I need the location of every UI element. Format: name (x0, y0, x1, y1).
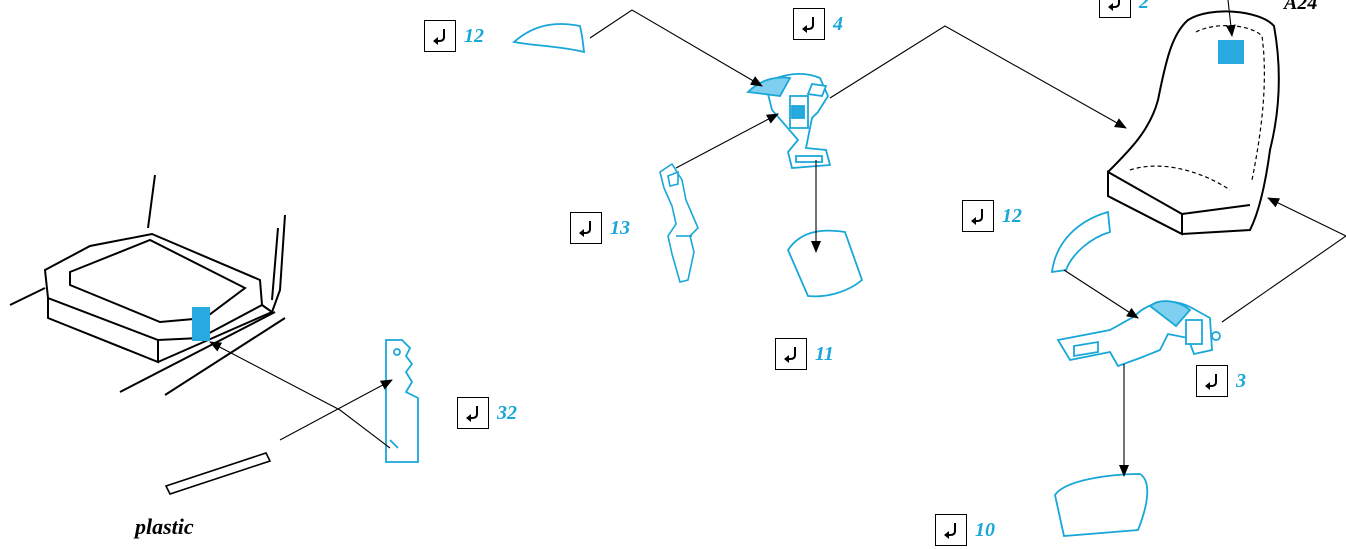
seat-drawing (1107, 10, 1280, 236)
callout-number: 13 (610, 216, 630, 239)
callout-number: 2 (1139, 0, 1149, 13)
callout-12-right: 12 (962, 200, 1022, 232)
plastic-rod (164, 452, 272, 495)
part-13-strap (659, 162, 699, 283)
callout-number: 12 (1002, 204, 1022, 227)
part-12-top-strap (512, 23, 586, 54)
callout-number: 4 (833, 12, 843, 35)
seat-base-drawing (9, 174, 286, 396)
return-arrow-icon (1196, 365, 1228, 397)
leader-lines (209, 0, 1346, 477)
callout-13: 13 (570, 212, 630, 244)
decal-seat-back (1218, 40, 1244, 64)
callout-3: 3 (1196, 365, 1246, 397)
return-arrow-icon (1099, 0, 1131, 18)
part-4-harness (746, 73, 832, 169)
part-11-pad (786, 229, 864, 298)
return-arrow-icon (793, 8, 825, 40)
reference-label-a24: A24 (1284, 0, 1318, 14)
return-arrow-icon (570, 212, 602, 244)
part-32-bracket (385, 339, 419, 463)
callout-number: 12 (464, 24, 484, 47)
callout-number: 11 (815, 342, 834, 365)
callout-11: 11 (775, 338, 834, 370)
return-arrow-icon (424, 20, 456, 52)
callout-4: 4 (793, 8, 843, 40)
material-label: plastic (135, 514, 194, 539)
part-3-harness (1056, 300, 1221, 368)
callout-number: 10 (975, 518, 995, 541)
part-10-pad (1054, 473, 1149, 537)
callout-12-top: 12 (424, 20, 484, 52)
return-arrow-icon (775, 338, 807, 370)
return-arrow-icon (962, 200, 994, 232)
return-arrow-icon (935, 514, 967, 546)
part-12-right-strap (1050, 210, 1111, 274)
callout-32: 32 (457, 397, 517, 429)
callout-number: 3 (1236, 369, 1246, 392)
callout-10: 10 (935, 514, 995, 546)
callout-number: 32 (497, 401, 517, 424)
callout-2: 2 (1099, 0, 1149, 18)
decal-strip-base (192, 307, 210, 341)
return-arrow-icon (457, 397, 489, 429)
